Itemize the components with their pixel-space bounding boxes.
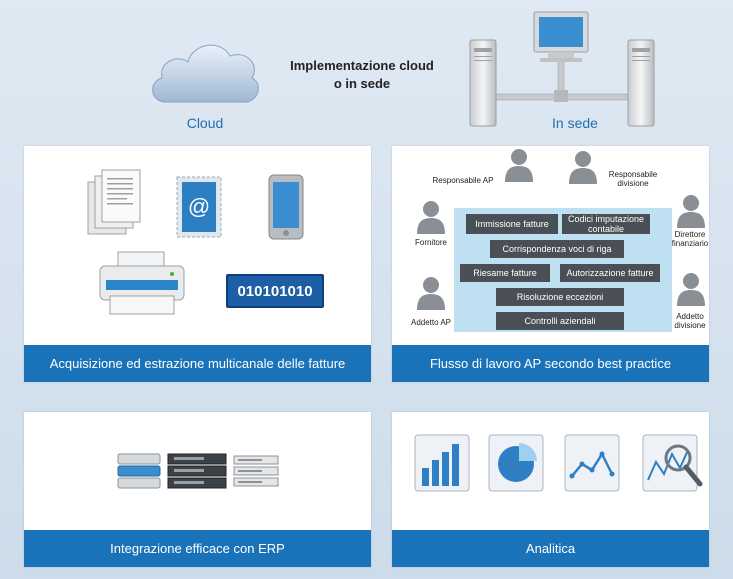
- workflow-panel: Responsabile AP Responsabile divisione F…: [392, 146, 709, 382]
- svg-text:@: @: [188, 194, 210, 219]
- server-monitor-icon: [469, 11, 655, 127]
- step-line-matching: Corrispondenza voci di riga: [490, 240, 624, 258]
- mobile-phone-icon: [268, 174, 304, 240]
- deployment-title: Implementazione cloud o in sede: [272, 57, 452, 93]
- deployment-title-line1: Implementazione cloud: [290, 58, 434, 73]
- cloud-icon: [152, 44, 259, 103]
- role-division-clerk: Addetto divisione: [674, 312, 706, 330]
- analytics-panel: Analitica: [392, 412, 709, 567]
- step-invoice-entry: Immissione fatture: [466, 214, 558, 234]
- step-corporate-controls: Controlli aziendali: [496, 312, 624, 330]
- onprem-label: In sede: [552, 115, 598, 131]
- cloud-label: Cloud: [186, 115, 224, 131]
- person-silhouette-icon: [504, 148, 534, 182]
- binary-data-icon: 010101010: [226, 274, 324, 308]
- step-invoice-review: Riesame fatture: [460, 264, 550, 282]
- capture-panel: @ 010101010 Acquisizione ed estrazione m…: [24, 146, 371, 382]
- erp-panel: Integrazione efficace con ERP: [24, 412, 371, 567]
- deployment-title-line2: o in sede: [333, 76, 391, 91]
- email-stamp-icon: @: [176, 176, 222, 238]
- step-invoice-approval: Autorizzazione fatture: [560, 264, 660, 282]
- person-silhouette-icon: [568, 150, 598, 184]
- role-division-manager: Responsabile divisione: [608, 170, 658, 188]
- role-ap-manager: Responsabile AP: [432, 176, 494, 185]
- person-silhouette-icon: [416, 200, 446, 234]
- binary-text: 010101010: [237, 282, 313, 300]
- role-ap-clerk: Addetto AP: [410, 318, 452, 327]
- workflow-panel-label: Flusso di lavoro AP secondo best practic…: [392, 345, 709, 382]
- erp-panel-label: Integrazione efficace con ERP: [24, 530, 371, 567]
- printer-scanner-icon: [99, 251, 185, 315]
- line-chart-icon: [564, 434, 620, 492]
- documents-icon: [87, 169, 141, 235]
- step-exception-resolution: Risoluzione eccezioni: [496, 288, 624, 306]
- pie-chart-icon: [488, 434, 544, 492]
- analytics-panel-label: Analitica: [392, 530, 709, 567]
- bar-chart-icon: [414, 434, 470, 492]
- magnify-chart-icon: [642, 434, 703, 492]
- erp-servers-icon: [117, 453, 279, 489]
- deployment-header: Cloud Implementazione cloud o in sede: [0, 0, 733, 140]
- person-silhouette-icon: [416, 276, 446, 310]
- person-silhouette-icon: [676, 272, 706, 306]
- capture-panel-label: Acquisizione ed estrazione multicanale d…: [24, 345, 371, 382]
- person-silhouette-icon: [676, 194, 706, 228]
- role-supplier: Fornitore: [414, 238, 447, 247]
- role-cfo: Direttore finanziario: [671, 230, 709, 248]
- step-gl-coding: Codici imputazione contabile: [562, 214, 650, 234]
